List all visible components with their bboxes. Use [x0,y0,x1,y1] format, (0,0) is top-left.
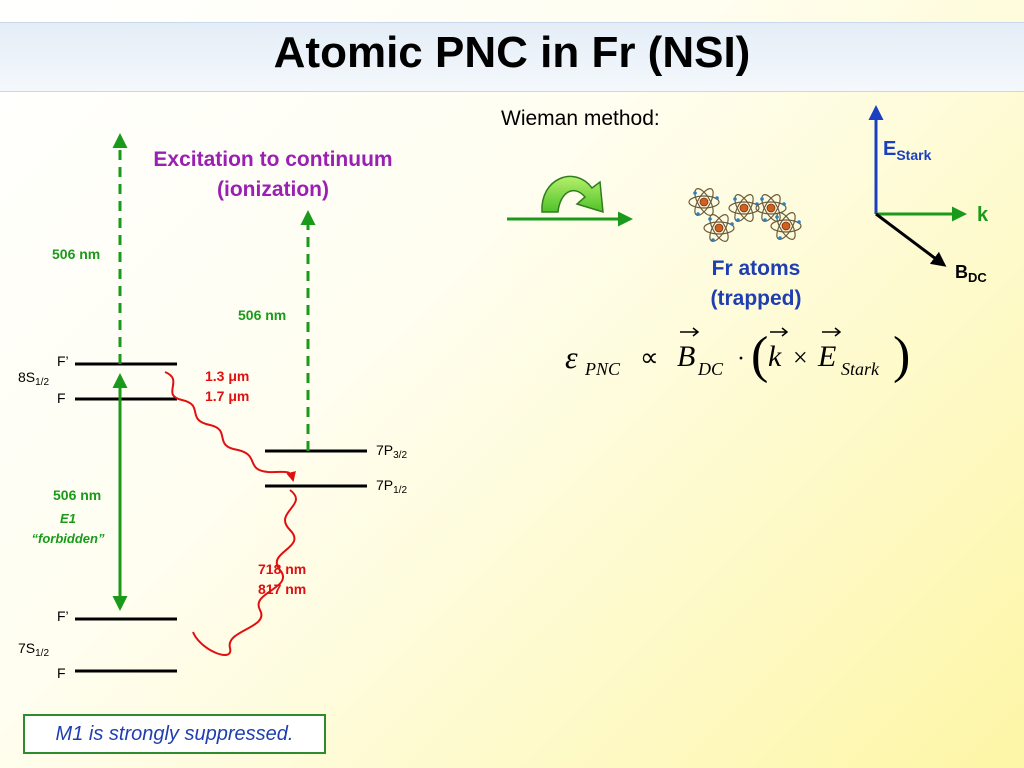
method-label: Wieman method: [501,107,660,130]
atom-icon [703,214,735,242]
note-text: M1 is strongly suppressed. [55,722,294,745]
atoms-label-line2: (trapped) [711,287,802,310]
vector-arrow-e [822,327,842,337]
e-stark-label: EStark [883,138,932,163]
formula-times: × [793,343,808,372]
title-bar [0,22,1024,92]
b-dc-axis [875,212,947,267]
level-8s-label: 8S1/2 [18,369,49,388]
atom-icon [728,194,760,222]
decay-label-1: 718 nm [258,561,306,577]
formula-dc: DC [697,359,724,379]
ionization-label-left: 506 nm [52,246,100,262]
visible-decay-wave [192,489,297,656]
level-7p12-label: 7P1/2 [376,477,407,496]
formula-rparen: ) [893,327,910,384]
formula-e: E [817,340,836,373]
formula-prop: ∝ [640,343,659,372]
formula-pnc: PNC [584,359,621,379]
formula-epsilon: ε [565,339,578,375]
formula-dot: · [737,346,745,372]
pnc-formula: ε PNC ∝ B DC · ( k × E Stark ) [565,327,910,384]
level-7s-fprime-label: F’ [57,608,69,624]
ir-label-2: 1.7 μm [205,388,249,404]
page-title: Atomic PNC in Fr (NSI) [273,28,751,77]
e1-wavelength-label: 506 nm [53,487,101,503]
ionization-label-right: 506 nm [238,307,286,323]
atoms-label-line1: Fr atoms [712,257,801,280]
e1-forbidden-label: “forbidden” [32,531,105,546]
decay-label-2: 817 nm [258,581,306,597]
e1-type-label: E1 [60,511,76,526]
level-7s-f-label: F [57,665,66,681]
level-7p32-label: 7P3/2 [376,442,407,461]
ir-decay-wave [164,371,296,482]
vector-arrow-b [680,327,700,337]
excitation-line2: (ionization) [217,178,329,201]
excitation-line1: Excitation to continuum [153,148,392,171]
fr-atoms-icon [688,188,802,242]
rotation-arrow-icon [541,175,604,214]
level-8s-f-label: F [57,390,66,406]
vector-arrow-k [770,327,789,337]
level-8s-fprime-label: F’ [57,353,69,369]
formula-k: k [768,340,782,373]
atom-icon [688,188,720,216]
atom-icon [755,194,787,222]
level-7s-label: 7S1/2 [18,640,49,659]
b-dc-label: BDC [955,262,987,285]
formula-stark: Stark [841,359,880,379]
atom-icon [770,212,802,240]
formula-b: B [677,340,695,373]
formula-lparen: ( [751,327,768,384]
k-label: k [977,204,989,226]
ir-label-1: 1.3 μm [205,368,249,384]
note-box: M1 is strongly suppressed. [23,714,326,754]
